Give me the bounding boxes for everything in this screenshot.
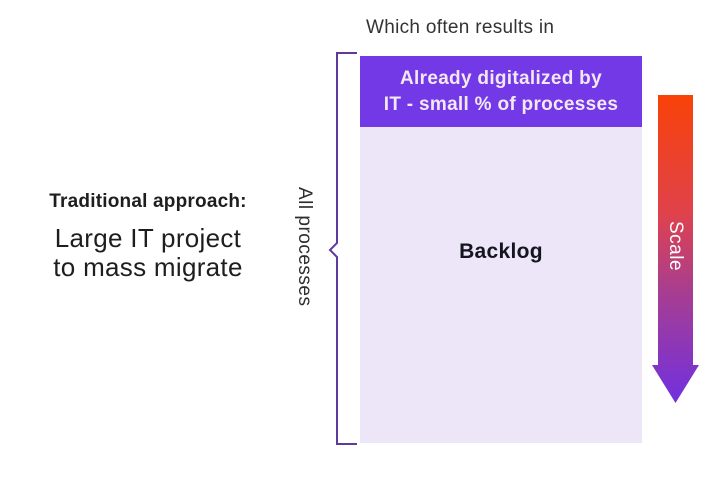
- large-it-project-line2: to mass migrate: [53, 252, 243, 282]
- backlog-label: Backlog: [459, 240, 543, 263]
- brace-path: [328, 52, 357, 445]
- backlog-box: [360, 127, 642, 443]
- traditional-approach-heading: Traditional approach:: [49, 191, 247, 212]
- all-processes-label: All processes: [294, 187, 315, 307]
- top-caption: Which often results in: [366, 17, 555, 38]
- scale-arrow: [652, 95, 699, 403]
- digitalized-header-line1: Already digitalized by: [400, 67, 602, 89]
- left-annotation: Traditional approach: Large IT project t…: [35, 191, 261, 282]
- all-processes-brace: [328, 52, 357, 445]
- large-it-project-text: Large IT project to mass migrate: [35, 224, 261, 282]
- scale-arrow-shape: [652, 95, 699, 403]
- digitalized-header-line2: IT - small % of processes: [383, 93, 619, 115]
- digitalized-header-box: Already digitalized by IT - small % of p…: [360, 56, 642, 127]
- large-it-project-line1: Large IT project: [54, 223, 242, 253]
- scale-label: Scale: [665, 221, 686, 272]
